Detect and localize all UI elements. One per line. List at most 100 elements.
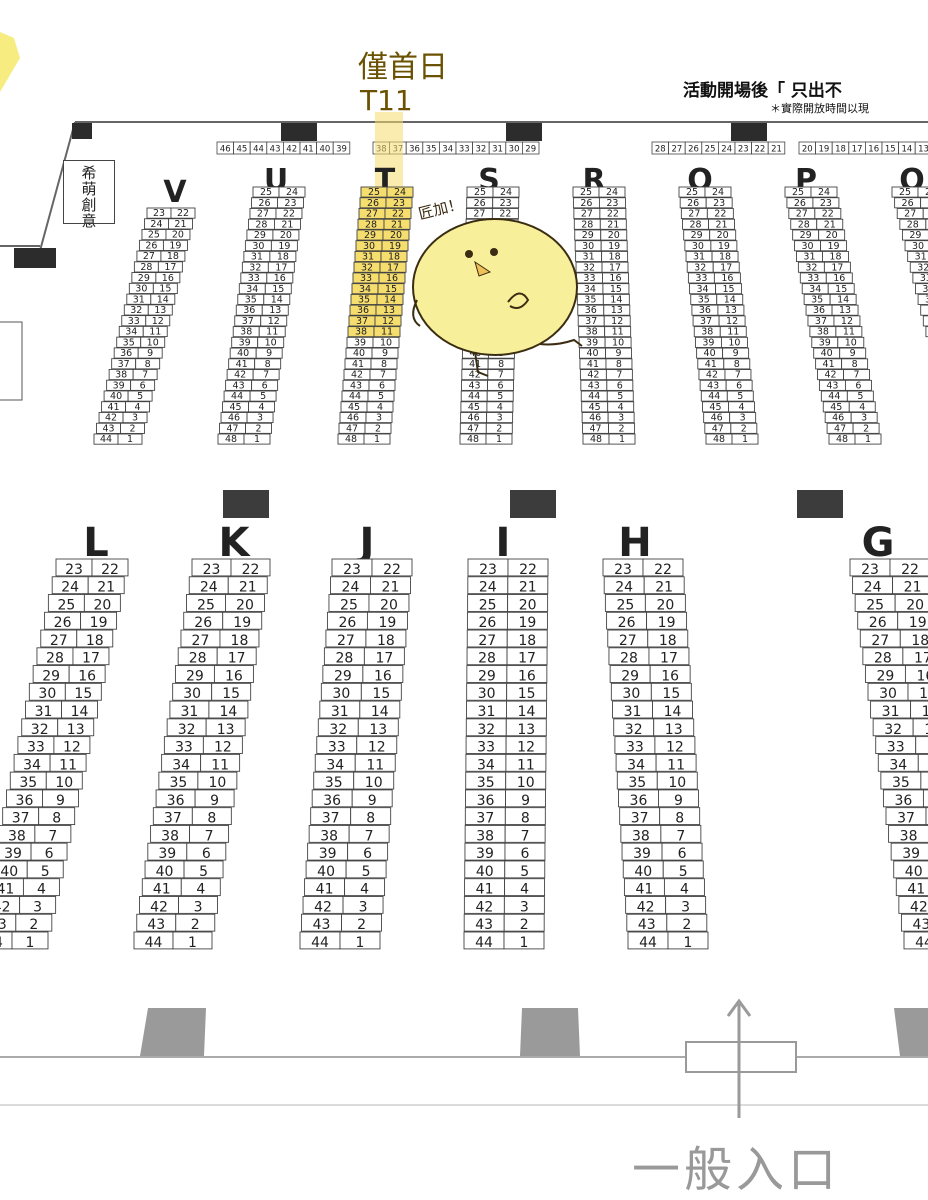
booth-cell[interactable] bbox=[898, 896, 928, 914]
booth-cell[interactable] bbox=[64, 682, 102, 701]
wall-booth-cell[interactable] bbox=[767, 141, 786, 155]
booth-cell[interactable] bbox=[222, 611, 263, 630]
booth-cell[interactable] bbox=[348, 824, 390, 843]
booth-cell[interactable] bbox=[722, 347, 750, 359]
booth-cell[interactable] bbox=[658, 789, 699, 808]
booth-cell[interactable] bbox=[45, 771, 83, 790]
booth-cell[interactable] bbox=[920, 197, 928, 209]
booth-cell[interactable] bbox=[909, 261, 928, 273]
booth-cell[interactable] bbox=[507, 594, 549, 612]
booth-cell[interactable] bbox=[362, 665, 404, 683]
booth-cell[interactable] bbox=[899, 629, 928, 648]
booth-cell[interactable] bbox=[160, 250, 186, 262]
booth-cell[interactable] bbox=[246, 412, 274, 424]
booth-cell[interactable] bbox=[370, 576, 411, 595]
booth-cell[interactable] bbox=[505, 736, 547, 754]
booth-cell[interactable] bbox=[600, 240, 628, 252]
booth-cell[interactable] bbox=[907, 250, 928, 262]
booth-cell[interactable] bbox=[915, 283, 928, 295]
booth-cell[interactable] bbox=[712, 261, 740, 273]
booth-cell[interactable] bbox=[172, 931, 213, 950]
booth-cell[interactable] bbox=[644, 594, 686, 612]
booth-cell[interactable] bbox=[278, 186, 306, 198]
booth-cell[interactable] bbox=[248, 401, 276, 413]
booth-cell[interactable] bbox=[150, 293, 176, 305]
booth-cell[interactable] bbox=[505, 718, 547, 737]
booth-cell[interactable] bbox=[254, 358, 282, 370]
booth-cell[interactable] bbox=[659, 807, 701, 826]
booth-cell[interactable] bbox=[191, 807, 232, 826]
booth-cell[interactable] bbox=[706, 208, 734, 220]
booth-cell[interactable] bbox=[903, 931, 928, 950]
booth-cell[interactable] bbox=[506, 611, 548, 630]
booth-cell[interactable] bbox=[386, 186, 414, 198]
booth-cell[interactable] bbox=[127, 390, 153, 402]
booth-cell[interactable] bbox=[718, 315, 746, 327]
booth-cell[interactable] bbox=[345, 860, 387, 879]
booth-cell[interactable] bbox=[922, 315, 928, 327]
booth-cell[interactable] bbox=[364, 422, 392, 434]
booth-cell[interactable] bbox=[211, 682, 252, 701]
booth-cell[interactable] bbox=[648, 647, 690, 666]
booth-cell[interactable] bbox=[137, 347, 163, 359]
booth-cell[interactable] bbox=[901, 229, 928, 241]
booth-cell[interactable] bbox=[275, 208, 303, 220]
booth-cell[interactable] bbox=[652, 700, 693, 719]
booth-cell[interactable] bbox=[363, 647, 405, 666]
booth-cell[interactable] bbox=[599, 208, 627, 220]
booth-cell[interactable] bbox=[601, 261, 629, 273]
booth-cell[interactable] bbox=[646, 611, 688, 630]
booth-cell[interactable] bbox=[263, 293, 291, 305]
booth-cell[interactable] bbox=[649, 665, 691, 683]
wall-booth-cell[interactable] bbox=[914, 141, 928, 155]
booth-cell[interactable] bbox=[642, 558, 684, 577]
booth-cell[interactable] bbox=[264, 283, 292, 295]
booth-cell[interactable] bbox=[371, 347, 399, 359]
booth-cell[interactable] bbox=[369, 369, 397, 381]
booth-cell[interactable] bbox=[367, 390, 395, 402]
booth-cell[interactable] bbox=[76, 629, 114, 648]
booth-cell[interactable] bbox=[820, 240, 848, 252]
booth-cell[interactable] bbox=[152, 282, 178, 294]
booth-cell[interactable] bbox=[354, 753, 396, 772]
booth-cell[interactable] bbox=[372, 336, 400, 348]
booth-cell[interactable] bbox=[920, 771, 928, 790]
booth-cell[interactable] bbox=[600, 229, 628, 241]
booth-cell[interactable] bbox=[341, 913, 382, 932]
booth-cell[interactable] bbox=[904, 665, 928, 683]
booth-cell[interactable] bbox=[180, 878, 221, 897]
booth-cell[interactable] bbox=[243, 433, 271, 445]
booth-cell[interactable] bbox=[503, 931, 545, 950]
booth-cell[interactable] bbox=[260, 315, 288, 327]
booth-cell[interactable] bbox=[273, 218, 301, 230]
booth-cell[interactable] bbox=[384, 208, 412, 220]
booth-cell[interactable] bbox=[376, 293, 404, 305]
booth-cell[interactable] bbox=[122, 412, 148, 424]
wall-booth-cell[interactable] bbox=[522, 141, 540, 155]
booth-cell[interactable] bbox=[910, 700, 928, 719]
booth-cell[interactable] bbox=[660, 824, 702, 843]
booth-cell[interactable] bbox=[605, 369, 633, 381]
booth-cell[interactable] bbox=[837, 336, 865, 348]
booth-cell[interactable] bbox=[598, 186, 626, 198]
booth-cell[interactable] bbox=[810, 186, 838, 198]
booth-cell[interactable] bbox=[663, 878, 705, 897]
booth-cell[interactable] bbox=[827, 283, 855, 295]
booth-cell[interactable] bbox=[351, 789, 393, 808]
booth-cell[interactable] bbox=[142, 325, 168, 338]
booth-cell[interactable] bbox=[194, 789, 235, 808]
booth-cell[interactable] bbox=[822, 250, 849, 262]
booth-cell[interactable] bbox=[487, 369, 515, 381]
booth-cell[interactable] bbox=[342, 896, 384, 914]
booth-cell[interactable] bbox=[365, 412, 393, 424]
booth-cell[interactable] bbox=[852, 422, 880, 434]
booth-cell[interactable] bbox=[825, 272, 853, 284]
booth-cell[interactable] bbox=[61, 700, 98, 719]
booth-cell[interactable] bbox=[915, 736, 928, 754]
booth-cell[interactable] bbox=[225, 594, 265, 612]
booth-cell[interactable] bbox=[374, 315, 402, 327]
booth-cell[interactable] bbox=[506, 682, 548, 701]
booth-cell[interactable] bbox=[373, 326, 401, 338]
booth-cell[interactable] bbox=[917, 293, 928, 305]
booth-cell[interactable] bbox=[68, 665, 106, 683]
